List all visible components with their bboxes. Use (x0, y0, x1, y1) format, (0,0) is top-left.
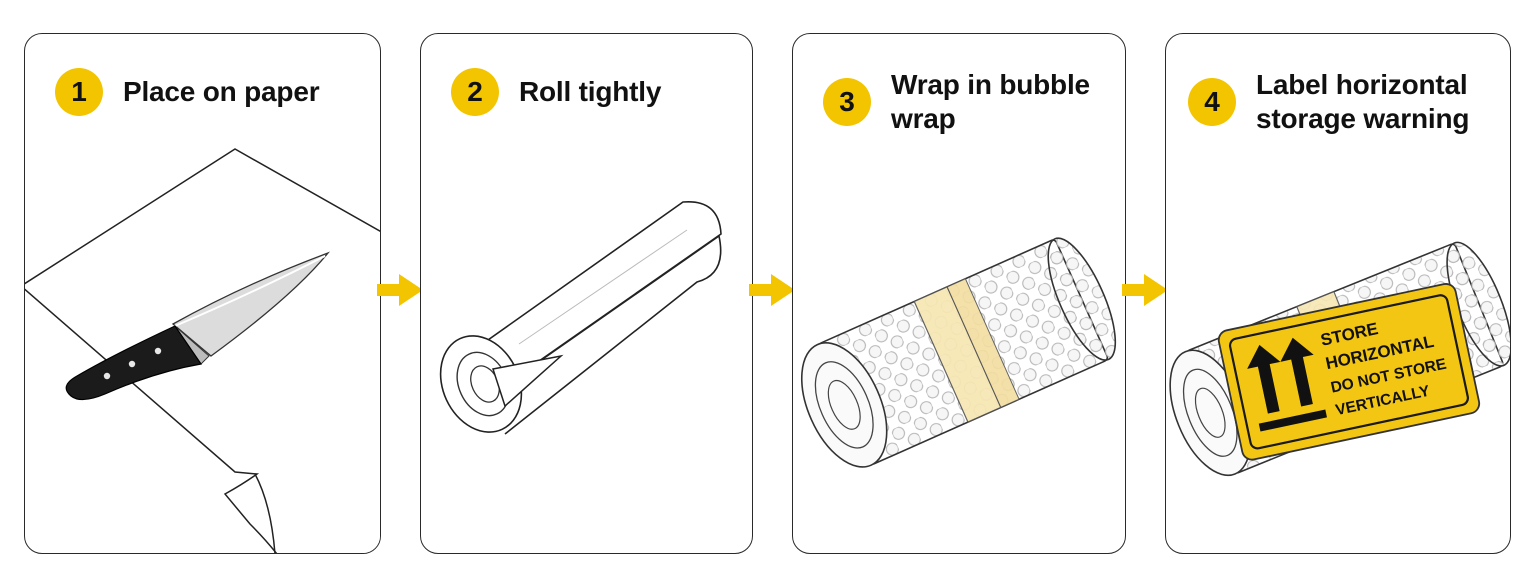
rolled-paper-illustration (439, 201, 722, 435)
step-panel-2: 2 Roll tightly (420, 33, 753, 554)
step-header: 3 Wrap in bubble wrap (823, 68, 1113, 136)
step-header: 4 Label horizontal storage warning (1188, 68, 1498, 136)
step-title: Label horizontal storage warning (1256, 69, 1470, 134)
labeled-bundle-illustration: STORE HORIZONTAL DO NOT STORE VERTICALLY (1169, 241, 1510, 477)
warning-label: STORE HORIZONTAL DO NOT STORE VERTICALLY (1217, 283, 1481, 461)
arrow-right-icon (377, 274, 423, 306)
step-number-badge: 1 (55, 68, 103, 116)
step-title: Roll tightly (519, 76, 662, 107)
step-panel-3: 3 Wrap in bubble wrap (792, 33, 1126, 554)
step-header: 2 Roll tightly (451, 68, 740, 116)
knife-on-paper-illustration (25, 148, 380, 553)
this-way-up-arrows-icon (1247, 337, 1327, 432)
bubble-wrapped-roll-illustration (800, 237, 1117, 468)
step-title: Place on paper (123, 76, 320, 107)
arrow-right-icon (749, 274, 795, 306)
step-title: Wrap in bubble wrap (891, 69, 1090, 134)
arrow-right-icon (1122, 274, 1168, 306)
chef-knife-icon (65, 251, 331, 401)
step-panel-4: 4 Label horizontal storage warning STORE… (1165, 33, 1511, 554)
step-header: 1 Place on paper (55, 68, 368, 116)
step-number-badge: 4 (1188, 78, 1236, 126)
step-number-badge: 3 (823, 78, 871, 126)
step-number-badge: 2 (451, 68, 499, 116)
step-panel-1: 1 Place on paper (24, 33, 381, 554)
